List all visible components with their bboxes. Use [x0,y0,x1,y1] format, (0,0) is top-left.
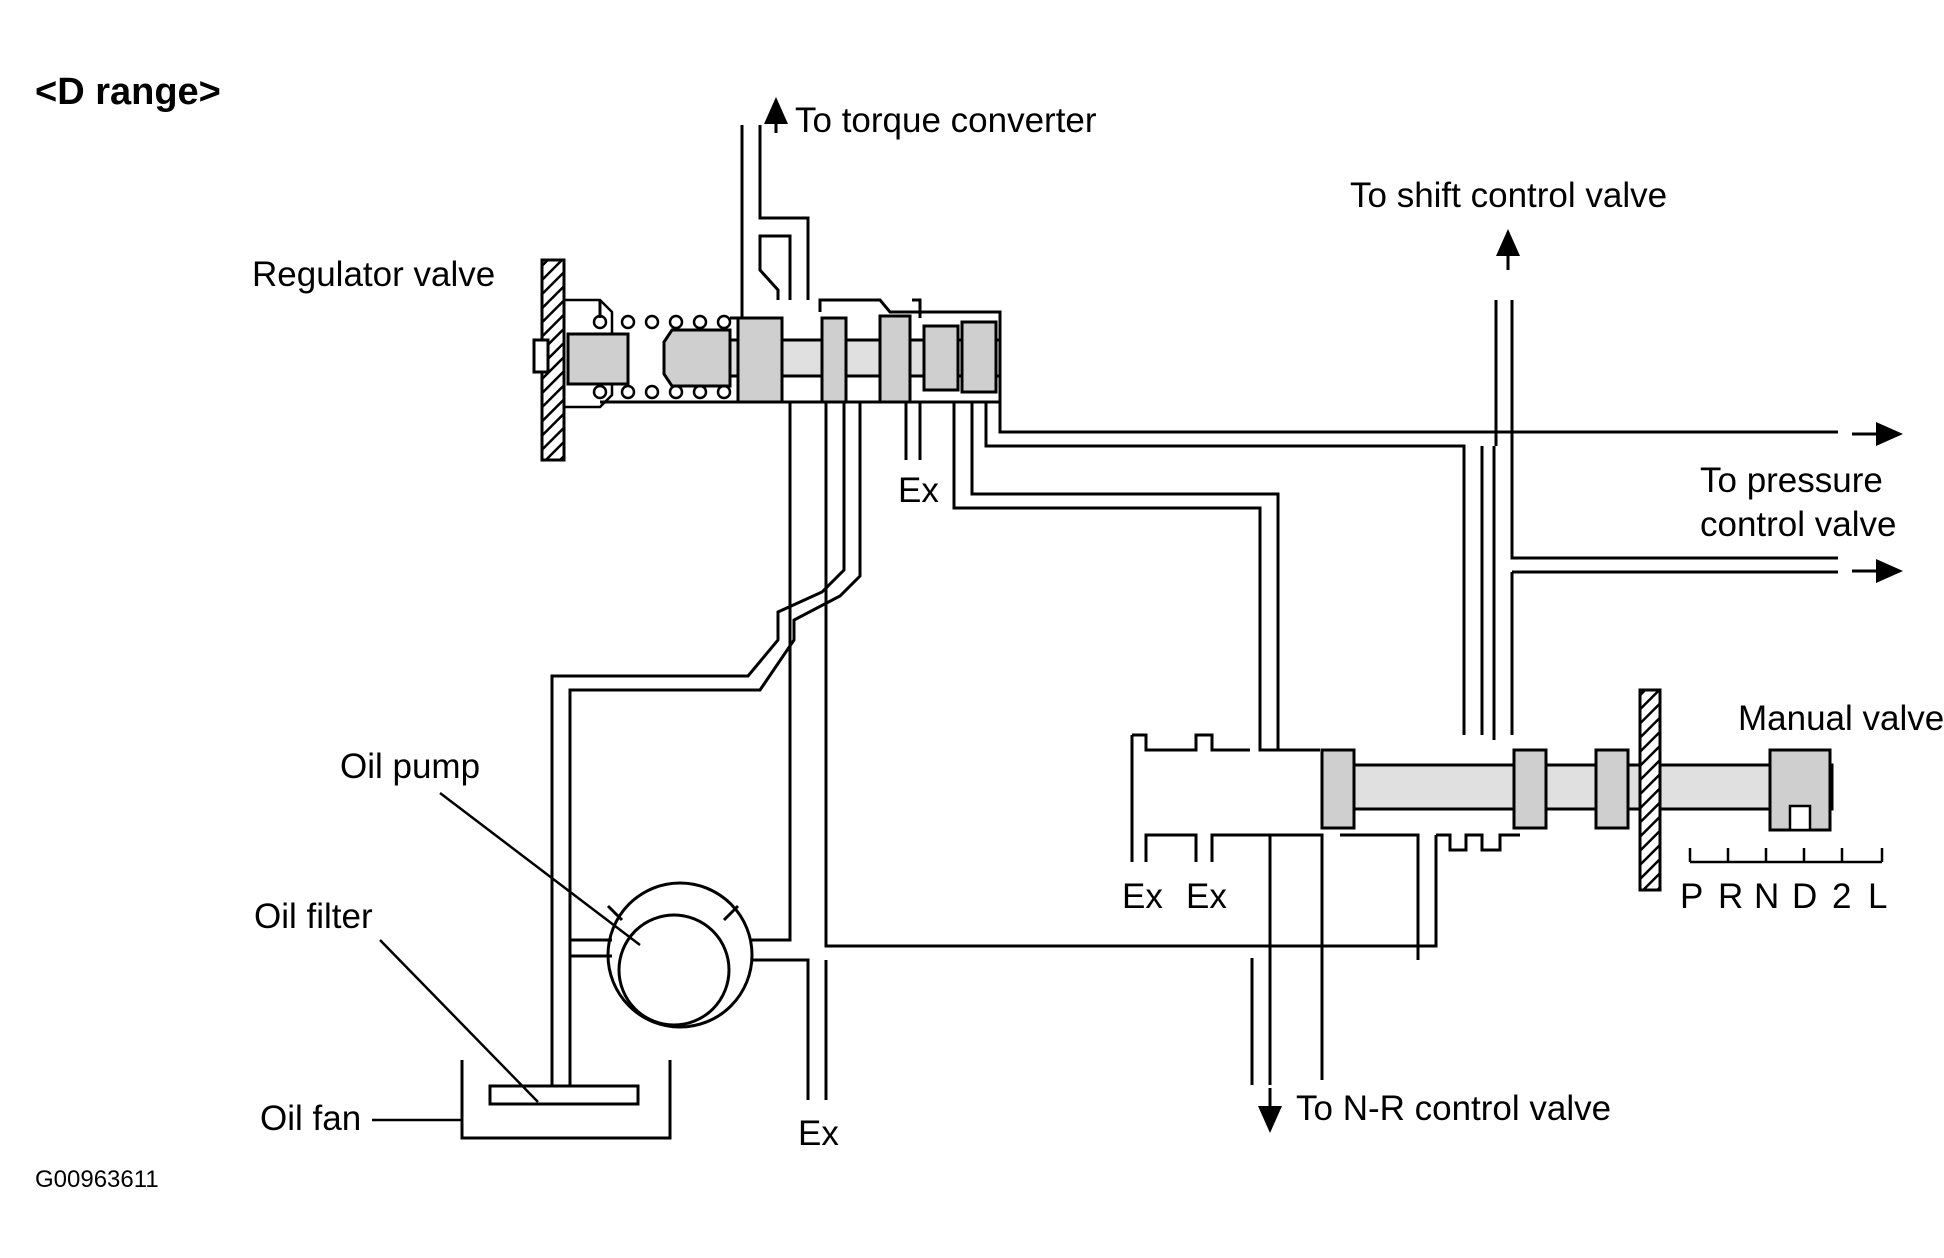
oil-filter [488,1084,640,1106]
regulator-valve-spring [592,314,732,400]
shift-position-p: P [1680,877,1703,916]
regulator-valve-land-1 [736,316,784,404]
leader-oil-filter [379,939,539,1103]
shift-position-n: N [1754,877,1779,916]
shift-position-2: 2 [1832,877,1851,916]
label-to-nr-control-valve: To N-R control valve [1296,1089,1611,1128]
label-ex-manual-1: Ex [1122,877,1163,916]
regulator-valve-land-5 [960,320,998,394]
regulator-valve-land-4 [922,324,960,392]
label-oil-filter: Oil filter [254,897,373,936]
label-oil-pump: Oil pump [340,747,480,786]
leader-oil-pump [439,792,641,946]
label-to-pressure-control-valve-2: control valve [1700,505,1896,544]
manual-valve-land-3 [1594,748,1630,830]
regulator-valve-port [912,298,922,318]
regulator-exhaust: Ex [898,402,939,510]
label-ex-manual-2: Ex [1186,877,1227,916]
regulator-valve-spring-seat [662,328,732,388]
label-manual-valve: Manual valve [1738,699,1944,738]
manual-valve-land-2 [1512,748,1548,830]
label-ex-regulator: Ex [898,471,939,510]
manual-valve: Manual valve P R N D 2 L [1130,688,1944,1080]
regulator-valve-land-2 [820,316,848,404]
shift-position-l: L [1868,877,1887,916]
manual-valve-spool-stem [1320,763,1834,811]
diagram-title: <D range> [35,71,221,113]
shift-position-d: D [1792,877,1817,916]
figure-id: G00963611 [35,1166,159,1193]
label-to-pressure-control-valve-1: To pressure [1700,461,1883,500]
manual-valve-detent-pin [1788,804,1812,832]
label-oil-pan: Oil fan [260,1099,361,1138]
oil-pump-rotor [617,913,731,1027]
oil-pan-body [460,1060,672,1140]
manual-valve-land-1 [1320,748,1356,830]
label-to-torque-converter: To torque converter [795,101,1097,140]
label-to-shift-control-valve: To shift control valve [1350,176,1667,215]
pressure-control-lines: To pressure control valve [984,300,1903,740]
manual-valve-exhaust: Ex Ex [1122,858,1227,916]
oil-pan: Oil filter Oil fan [254,897,672,1140]
oil-pump: Oil pump [340,747,754,1029]
main-line-pressure-circuit: Ex [550,402,1438,1153]
position-scale [1688,848,1884,864]
torque-converter-line: To torque converter [740,97,1097,318]
label-regulator-valve: Regulator valve [252,255,495,294]
manual-valve-housing-end [1638,688,1662,892]
regulator-valve-pin [532,338,550,374]
shift-position-r: R [1718,877,1743,916]
regulator-valve-body [598,298,1002,404]
regulator-valve-land-3 [878,314,912,404]
shift-control-line: To shift control valve [1350,176,1667,270]
label-ex-pump: Ex [798,1114,839,1153]
manual-valve-feed-line [952,402,1320,752]
regulator-valve [532,258,1002,462]
nr-control-line: To N-R control valve [1250,958,1611,1133]
regulator-valve-plunger [566,332,630,386]
